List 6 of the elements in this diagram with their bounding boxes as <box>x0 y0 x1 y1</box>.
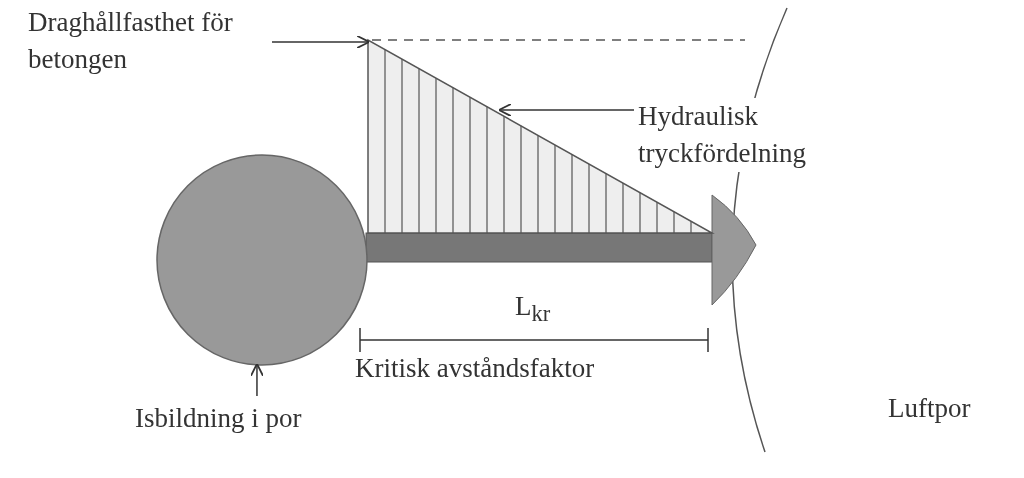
arrow <box>498 103 635 117</box>
part-label: Luftpor <box>888 392 971 425</box>
arrow <box>250 362 264 397</box>
dimension-label: Kritisk avståndsfaktor <box>355 352 595 385</box>
arrow <box>271 35 371 49</box>
dimension-label: L$_{kr}$ <box>515 290 551 329</box>
